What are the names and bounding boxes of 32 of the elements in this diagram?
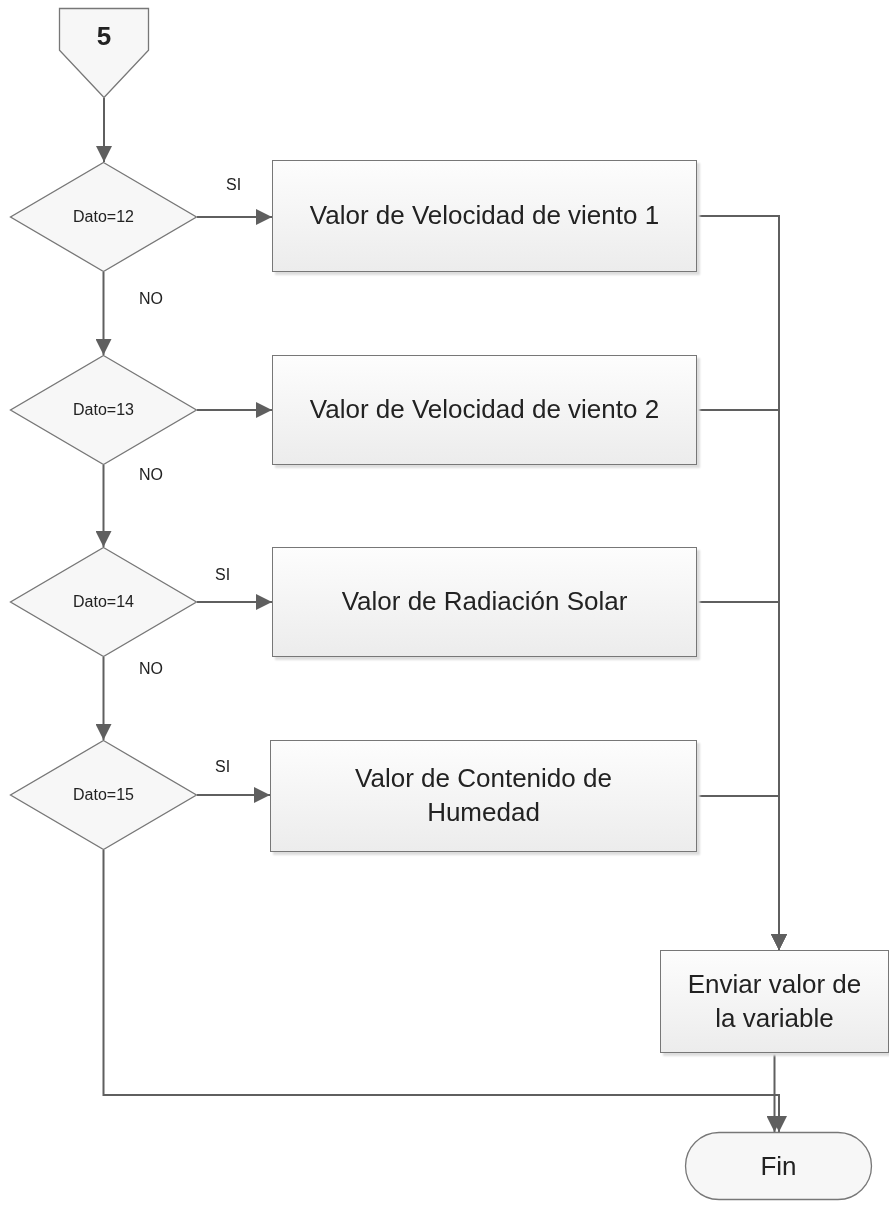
node-text: Dato=15	[73, 786, 134, 804]
process-box	[660, 950, 889, 1053]
decision-diamond	[10, 547, 197, 657]
node-text: 5	[96, 20, 112, 52]
node-text: Fin	[760, 1150, 797, 1182]
node-text: Dato=14	[73, 593, 134, 611]
node-text: Valor de Radiación Solar	[341, 585, 628, 619]
arrow	[96, 97, 112, 163]
arrow	[196, 787, 271, 803]
terminator	[685, 1132, 872, 1200]
node-text: Valor de Velocidad de viento 2	[309, 393, 660, 427]
off-page-connector	[59, 8, 149, 98]
arrow	[696, 795, 787, 951]
decision-diamond	[10, 162, 197, 272]
process-box	[270, 740, 697, 852]
arrow	[102, 849, 787, 1133]
arrow	[196, 402, 273, 418]
process-box	[272, 355, 697, 465]
node-text: Valor de Velocidad de viento 1	[309, 199, 660, 233]
arrow	[95, 271, 112, 356]
arrow	[196, 594, 273, 610]
process-box	[272, 547, 697, 657]
arrow	[196, 209, 273, 225]
arrow	[95, 656, 112, 741]
node-text: Enviar valor de la variable	[686, 967, 863, 1035]
decision-diamond	[10, 740, 197, 850]
process-box	[272, 160, 697, 272]
node-text: Dato=12	[73, 208, 134, 226]
node-text: Valor de Contenido de Humedad	[354, 762, 613, 829]
node-text: Dato=13	[73, 401, 134, 419]
decision-diamond	[10, 355, 197, 465]
arrow	[95, 464, 112, 548]
